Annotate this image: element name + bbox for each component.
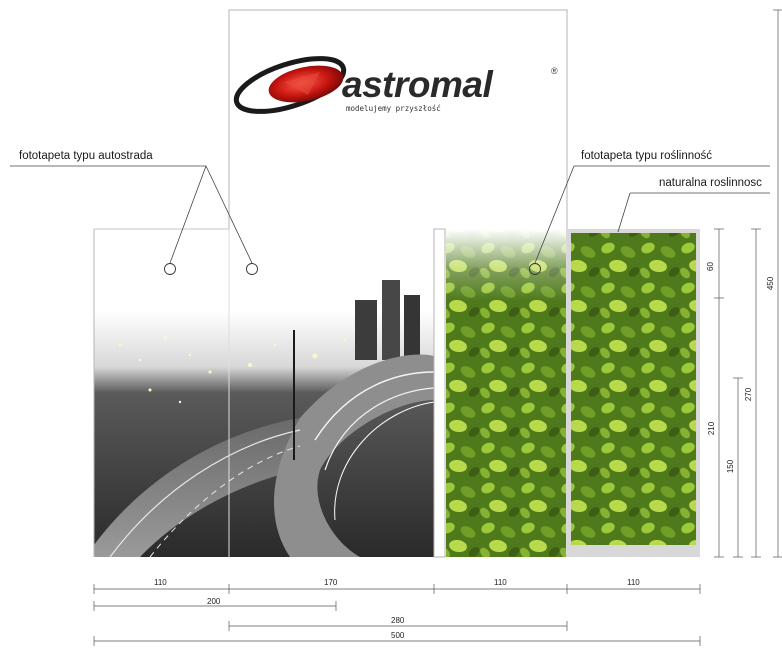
highway-photo xyxy=(94,229,435,558)
dim-110-c: 110 xyxy=(627,578,640,587)
callout-marker xyxy=(164,263,176,275)
callout-highway: fototapeta typu autostrada xyxy=(19,150,153,162)
dim-60: 60 xyxy=(705,262,715,271)
dim-280: 280 xyxy=(391,616,405,625)
dim-450: 450 xyxy=(766,276,776,291)
callout-marker xyxy=(529,263,541,275)
logo-tagline: modelujemy przyszłość xyxy=(346,104,441,113)
vertical-dimensions xyxy=(714,9,782,558)
dim-210: 210 xyxy=(707,421,717,436)
callout-plants-photo: fototapeta typu roślinność xyxy=(581,150,713,162)
natural-plants xyxy=(567,229,700,557)
logo-registered-mark: ® xyxy=(551,66,558,76)
horizontal-dimensions xyxy=(93,584,701,646)
dim-200: 200 xyxy=(207,597,221,606)
callout-natural-plants: naturalna roslinnosc xyxy=(659,177,762,189)
astromal-logo-icon xyxy=(233,56,347,114)
dim-270: 270 xyxy=(744,387,754,402)
dim-110-b: 110 xyxy=(494,578,507,587)
dim-170: 170 xyxy=(324,578,338,587)
logo-brand: astromal xyxy=(342,64,493,105)
callout-marker xyxy=(246,263,258,275)
plant-photo xyxy=(446,229,566,557)
dim-500: 500 xyxy=(391,631,405,640)
dim-150: 150 xyxy=(726,459,736,474)
dim-110-a: 110 xyxy=(154,578,167,587)
